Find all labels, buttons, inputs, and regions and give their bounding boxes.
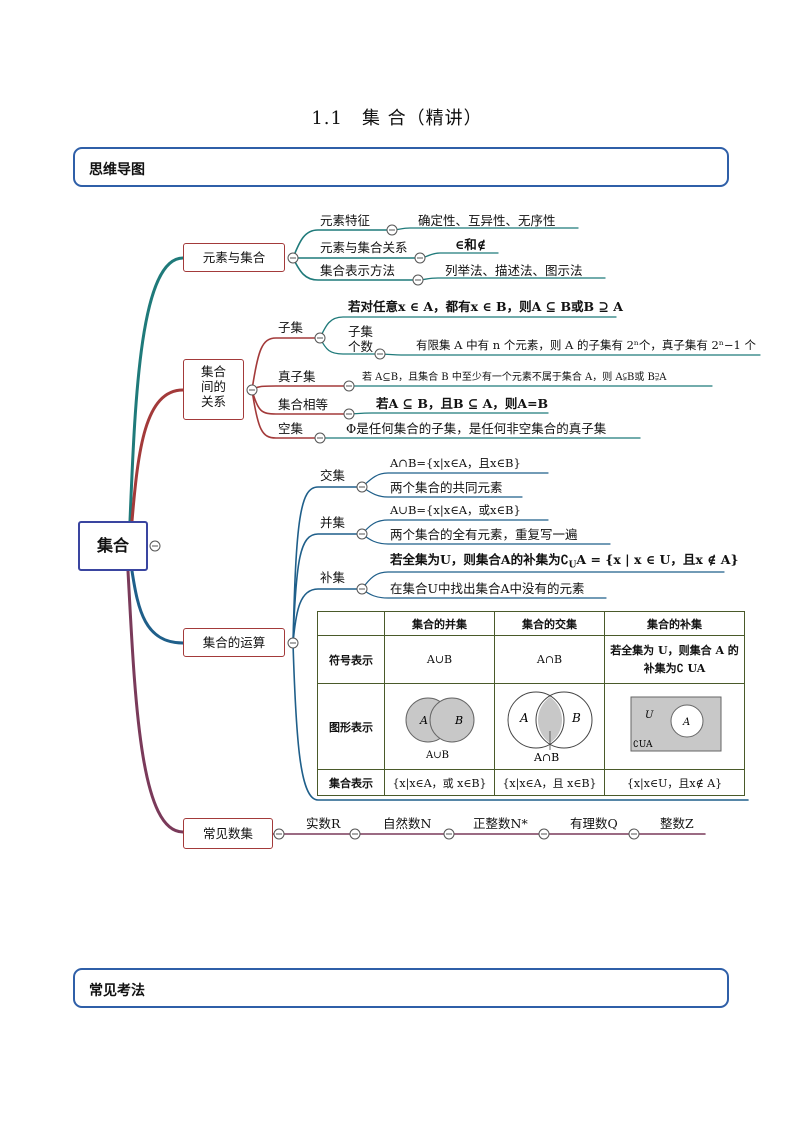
table-cell-intersection-set: {x|x∈A，且 x∈B} — [494, 769, 605, 796]
set-equality-label: 集合相等 — [278, 397, 329, 412]
subset-definition: 若对任意x ∈ A，都有x ∈ B，则A ⊆ B或B ⊇ A — [348, 299, 623, 314]
proper-subset-definition: 若 A⊆B，且集合 B 中至少有一个元素不属于集合 A，则 A⫋B或 B⫌A — [362, 372, 667, 383]
complement-formula-part2: A = {x | x ∈ U，且x ∉ A} — [576, 552, 739, 567]
table-row-symbol: 符号表示 A∪B A∩B 若全集为 U，则集合 A 的 补集为∁ UA — [317, 635, 745, 684]
table-cell-union-venn: A B A∪B — [384, 683, 495, 770]
union-venn-a: A — [419, 714, 428, 727]
union-venn-diagram: A B A∪B — [405, 697, 474, 761]
number-set-natural: 自然数N — [383, 816, 432, 831]
empty-set-definition: Φ是任何集合的子集，是任何非空集合的真子集 — [346, 421, 607, 436]
intersection-venn-diagram: A B A∩B — [507, 691, 592, 764]
table-row-set-notation: 集合表示 {x|x∈A，或 x∈B} {x|x∈A，且 x∈B} {x|x∈U，… — [317, 769, 745, 796]
set-operations-table: 集合的并集 集合的交集 集合的补集 符号表示 A∪B A∩B 若全集为 U，则集… — [317, 611, 745, 796]
number-set-rational: 有理数Q — [570, 816, 618, 831]
branch-set-relations-line3: 关系 — [200, 394, 226, 409]
number-set-positive-integer: 正整数N* — [473, 816, 528, 831]
intersection-description: 两个集合的共同元素 — [390, 480, 503, 495]
number-set-real: 实数R — [306, 816, 341, 831]
branch-set-relations[interactable]: 集合 间的 关系 — [183, 359, 244, 420]
union-formula: A∪B={x|x∈A，或x∈B} — [390, 503, 521, 517]
table-cell-complement-set: {x|x∈U，且x∉ A} — [604, 769, 745, 796]
table-header-intersection: 集合的交集 — [494, 611, 605, 636]
complement-label: 补集 — [320, 570, 346, 585]
set-equality-definition: 若A ⊆ B，且B ⊆ A，则A=B — [376, 396, 549, 411]
element-features-value: 确定性、互异性、无序性 — [418, 213, 556, 228]
subset-count-line2: 个数 — [348, 339, 374, 354]
exam-section-label: 常见考法 — [89, 983, 145, 999]
union-description: 两个集合的全有元素，重复写一遍 — [390, 527, 578, 542]
mindmap-section-label: 思维导图 — [89, 162, 145, 178]
branch-common-number-sets[interactable]: 常见数集 — [183, 818, 273, 849]
complement-venn-caption: ∁UA — [633, 740, 653, 750]
intersection-label: 交集 — [320, 468, 346, 483]
union-venn-caption: A∪B — [425, 750, 449, 761]
table-cell-intersection-symbol: A∩B — [494, 635, 605, 684]
table-cell-union-set: {x|x∈A，或 x∈B} — [384, 769, 495, 796]
table-row-diagram: 图形表示 A B A∪B A B A∩B — [317, 683, 745, 770]
intersection-venn-caption: A∩B — [533, 751, 559, 764]
table-header-union: 集合的并集 — [384, 611, 495, 636]
element-set-relation: 元素与集合关系 — [320, 240, 408, 255]
number-set-integer: 整数Z — [660, 816, 694, 831]
table-row-label: 符号表示 — [317, 635, 385, 684]
subset-count-value: 有限集 A 中有 n 个元素，则 A 的子集有 2ⁿ个，真子集有 2ⁿ−1 个 — [416, 338, 756, 352]
empty-set-label: 空集 — [278, 421, 304, 436]
subset-label: 子集 — [278, 320, 304, 335]
element-features: 元素特征 — [320, 213, 371, 228]
complement-venn-u: U — [645, 710, 654, 721]
complement-venn-diagram: U A ∁UA — [630, 696, 721, 752]
element-set-relation-value: ∈和∉ — [455, 237, 487, 252]
table-header-row: 集合的并集 集合的交集 集合的补集 — [317, 611, 745, 636]
intersection-venn-a: A — [519, 711, 529, 725]
table-row-label: 图形表示 — [317, 683, 385, 770]
root-node[interactable]: 集合 — [78, 521, 148, 571]
table-cell-union-symbol: A∪B — [384, 635, 495, 684]
complement-description: 在集合U中找出集合A中没有的元素 — [390, 581, 585, 596]
complement-symbol-line2: 补集为∁ UA — [643, 661, 706, 675]
exam-section-header: 常见考法 — [73, 968, 729, 1008]
intersection-formula: A∩B={x|x∈A，且x∈B} — [390, 456, 521, 470]
page-title: 1.1 集 合（精讲） — [311, 108, 483, 129]
set-representation: 集合表示方法 — [320, 263, 396, 278]
table-cell-intersection-venn: A B A∩B — [494, 683, 605, 770]
table-corner-cell — [317, 611, 385, 636]
branch-set-relations-line1: 集合 — [200, 364, 226, 379]
union-venn-b: B — [454, 714, 463, 727]
complement-formula-part1: 若全集为U，则集合A的补集为∁ — [390, 552, 569, 567]
complement-formula: 若全集为U，则集合A的补集为∁UA = {x | x ∈ U，且x ∉ A} — [390, 552, 739, 571]
table-row-label: 集合表示 — [317, 769, 385, 796]
table-header-complement: 集合的补集 — [604, 611, 745, 636]
complement-formula-sub: U — [568, 560, 577, 571]
intersection-venn-b: B — [571, 711, 581, 725]
branch-set-operations[interactable]: 集合的运算 — [183, 628, 285, 657]
complement-venn-a: A — [682, 717, 690, 728]
table-cell-complement-venn: U A ∁UA — [604, 683, 745, 770]
mindmap-section-header: 思维导图 — [73, 147, 729, 187]
set-representation-value: 列举法、描述法、图示法 — [445, 263, 583, 278]
branch-element-and-set[interactable]: 元素与集合 — [183, 243, 285, 272]
union-label: 并集 — [320, 515, 346, 530]
proper-subset-label: 真子集 — [278, 369, 316, 384]
complement-symbol-line1: 若全集为 U，则集合 A 的 — [610, 643, 739, 657]
branch-set-relations-line2: 间的 — [200, 379, 226, 394]
table-cell-complement-symbol: 若全集为 U，则集合 A 的 补集为∁ UA — [604, 635, 745, 684]
subset-count-line1: 子集 — [348, 324, 374, 339]
